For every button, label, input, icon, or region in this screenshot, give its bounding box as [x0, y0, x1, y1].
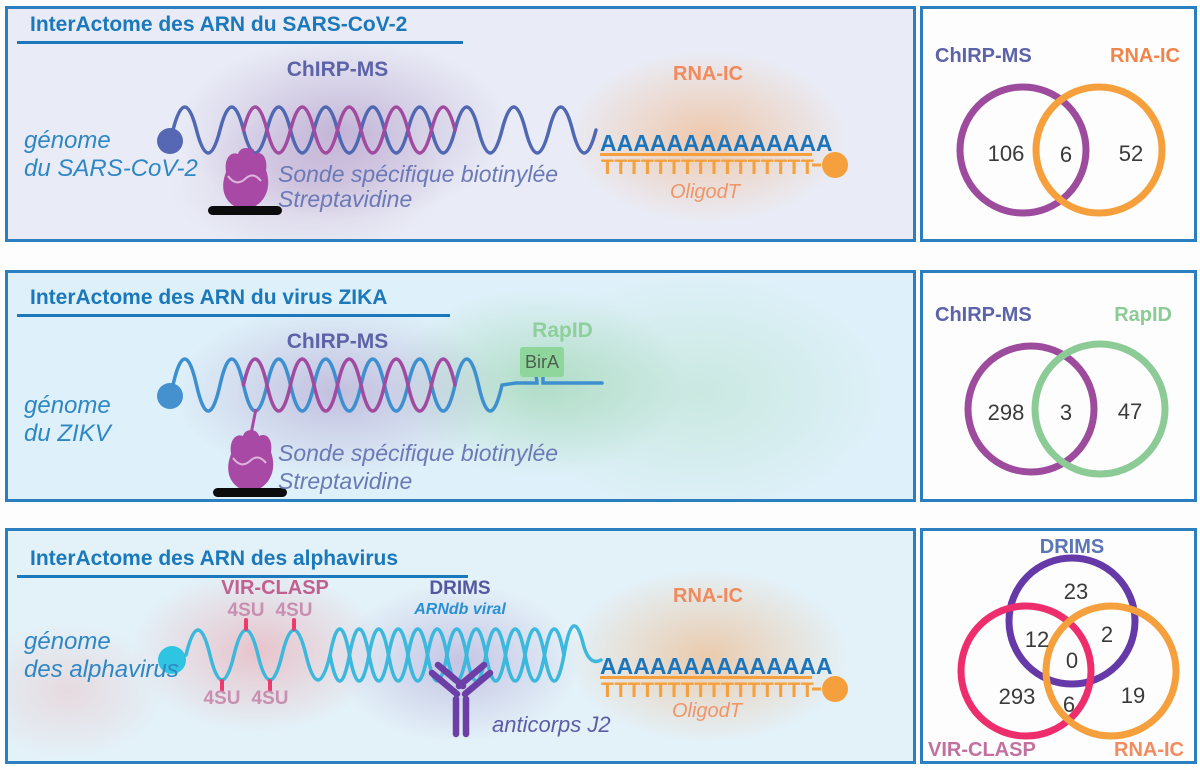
bira-enzyme-box: BirA: [520, 347, 564, 377]
oligodt-backbone: [600, 676, 812, 679]
venn3-left-value: 293: [998, 684, 1036, 709]
venn1-overlap-value: 6: [1059, 142, 1073, 167]
venn3-bottom-value: 6: [1062, 692, 1076, 717]
genome-label-line1: génome: [24, 392, 111, 419]
arndb-viral-label: ARNdb viral: [414, 601, 506, 618]
venn3-top-value: 23: [1063, 579, 1089, 604]
method-rna-ic: RNA-IC: [673, 63, 743, 85]
venn3-topright-value: 2: [1100, 622, 1114, 647]
venn1-right-value: 52: [1118, 141, 1144, 166]
probe-caption-line1: Sonde spécifique biotinylée: [278, 161, 559, 187]
4su-label: 4SU: [251, 688, 289, 709]
genome-label-line2: du ZIKV: [24, 420, 111, 447]
venn3-top-label: DRIMS: [1039, 536, 1105, 558]
4su-label: 4SU: [227, 600, 265, 621]
method-vir-clasp: VIR-CLASP: [221, 577, 329, 599]
venn2-left-value: 298: [987, 400, 1025, 425]
probe-caption-line2: Streptavidine: [278, 186, 413, 212]
genome-label-line1: génome: [24, 127, 111, 154]
venn3-right-label: RNA-IC: [1114, 739, 1184, 761]
oligodt-teeth: TTTTTTTTTTTTTTTT: [601, 156, 815, 179]
oligodt-backbone: [600, 153, 812, 156]
venn1-right-label: RNA-IC: [1110, 45, 1180, 67]
4su-label: 4SU: [203, 688, 241, 709]
oligodt-label: OligodT: [671, 700, 743, 722]
panel3-title: InterActome des ARN des alphavirus: [17, 547, 468, 578]
panel1-title: InterActome des ARN du SARS-CoV-2: [17, 13, 463, 44]
polya-sequence: AAAAAAAAAAAAAA: [600, 653, 833, 679]
method-rapid: RapID: [532, 319, 593, 342]
oligodt-teeth: TTTTTTTTTTTTTTTT: [601, 679, 815, 702]
probe-caption-line1: Sonde spécifique biotinylée: [278, 440, 559, 466]
genome-label-line1: génome: [24, 628, 111, 655]
polya-sequence: AAAAAAAAAAAAAA: [600, 130, 833, 156]
probe-caption-line2: Streptavidine: [278, 468, 413, 494]
genome-label-line2: du SARS-CoV-2: [24, 155, 198, 182]
venn3-center-value: 0: [1065, 648, 1079, 673]
method-chirp-ms: ChIRP-MS: [286, 330, 389, 353]
panel2-title: InterActome des ARN du virus ZIKA: [17, 286, 450, 317]
venn3-right-value: 19: [1120, 683, 1146, 708]
genome-label-line2: des alphavirus: [24, 656, 179, 683]
venn1-left-value: 106: [987, 141, 1025, 166]
venn2-left-label: ChIRP-MS: [935, 304, 1032, 326]
panel-alphavirus: [5, 528, 916, 764]
venn2-right-value: 47: [1117, 399, 1143, 424]
venn3-topleft-value: 12: [1024, 627, 1050, 652]
venn-box-sars: [920, 6, 1197, 242]
method-rna-ic: RNA-IC: [673, 585, 743, 607]
method-chirp-ms: ChIRP-MS: [286, 58, 389, 81]
oligodt-label: OligodT: [669, 181, 741, 203]
venn1-left-label: ChIRP-MS: [935, 45, 1032, 67]
4su-label: 4SU: [275, 600, 313, 621]
method-drims: DRIMS: [429, 578, 491, 599]
venn3-left-label: VIR-CLASP: [928, 739, 1036, 761]
venn2-overlap-value: 3: [1059, 400, 1073, 425]
antibody-caption: anticorps J2: [492, 712, 611, 737]
venn2-right-label: RapID: [1114, 304, 1172, 326]
